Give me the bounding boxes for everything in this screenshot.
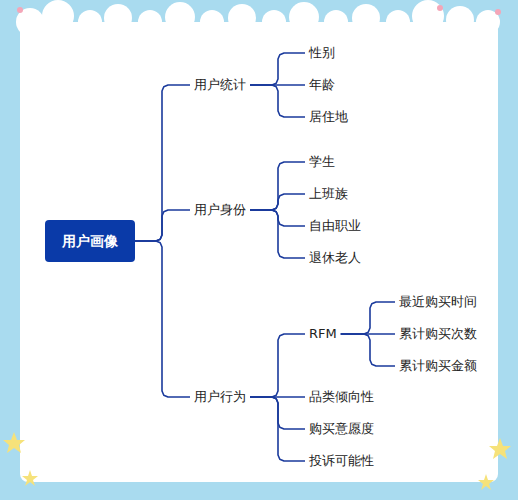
branch-line xyxy=(341,334,395,366)
branch-node: 投诉可能性 xyxy=(305,451,378,472)
branch-node: 品类倾向性 xyxy=(305,387,378,408)
node-label: 累计购买金额 xyxy=(399,358,477,373)
branch-line xyxy=(135,210,190,241)
branch-line xyxy=(250,397,305,461)
branch-line xyxy=(341,302,395,334)
cloud-edge xyxy=(16,0,500,36)
branch-line xyxy=(250,53,305,85)
branch-node: 最近购买时间 xyxy=(395,292,481,313)
node-label: 年龄 xyxy=(309,77,335,92)
node-label: 累计购买次数 xyxy=(399,326,477,341)
branch-node: 购买意愿度 xyxy=(305,419,378,440)
node-label: 投诉可能性 xyxy=(309,453,374,468)
white-panel xyxy=(20,22,498,482)
branch-node: 上班族 xyxy=(305,184,352,205)
node-label: 用户统计 xyxy=(194,77,246,92)
node-label: 性别 xyxy=(309,45,335,60)
branch-line xyxy=(250,334,305,397)
node-label: 最近购买时间 xyxy=(399,294,477,309)
node-label: 用户身份 xyxy=(194,202,246,217)
branch-node: RFM xyxy=(305,324,341,345)
branch-node: 性别 xyxy=(305,43,339,64)
node-label: 用户画像 xyxy=(62,232,118,250)
root-box: 用户画像 xyxy=(45,220,135,262)
node-label: 退休老人 xyxy=(309,250,361,265)
branch-node: 学生 xyxy=(305,152,339,173)
branch-node: 用户统计 xyxy=(190,75,250,96)
branch-node: 退休老人 xyxy=(305,248,365,269)
node-label: 居住地 xyxy=(309,109,348,124)
branch-node: 用户身份 xyxy=(190,200,250,221)
branch-node: 累计购买金额 xyxy=(395,356,481,377)
branch-line xyxy=(250,162,305,210)
node-label: 自由职业 xyxy=(309,218,361,233)
branch-node: 年龄 xyxy=(305,75,339,96)
node-label: 上班族 xyxy=(309,186,348,201)
branch-line xyxy=(135,85,190,241)
node-label: RFM xyxy=(309,326,337,341)
node-label: 用户行为 xyxy=(194,389,246,404)
heart-decoration xyxy=(17,5,501,15)
node-label: 品类倾向性 xyxy=(309,389,374,404)
branch-line xyxy=(250,194,305,210)
node-label: 学生 xyxy=(309,154,335,169)
node-label: 购买意愿度 xyxy=(309,421,374,436)
branch-line xyxy=(250,85,305,117)
branch-node: 用户行为 xyxy=(190,387,250,408)
star-decoration xyxy=(3,432,511,490)
branch-node: 居住地 xyxy=(305,107,352,128)
branch-line xyxy=(250,210,305,258)
branch-node: 自由职业 xyxy=(305,216,365,237)
branch-line xyxy=(135,241,190,397)
branch-node: 累计购买次数 xyxy=(395,324,481,345)
